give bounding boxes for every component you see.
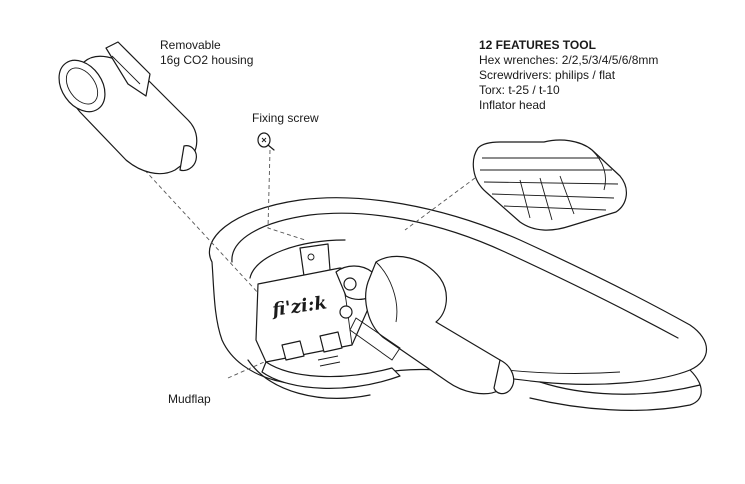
tool-label: 12 FEATURES TOOL Hex wrenches: 2/2,5/3/4… xyxy=(479,38,658,113)
multi-tool xyxy=(472,139,627,231)
fixing-screw xyxy=(257,132,275,151)
tool-title: 12 FEATURES TOOL xyxy=(479,38,596,52)
mudflap-label: Mudflap xyxy=(168,392,211,406)
tool-spec-line: Screwdrivers: philips / flat xyxy=(479,68,616,82)
co2-housing-label-line-1: Removable xyxy=(160,38,221,52)
fixing-screw-label: Fixing screw xyxy=(252,111,319,125)
tool-spec-line: Hex wrenches: 2/2,5/3/4/5/6/8mm xyxy=(479,53,659,67)
co2-housing-label-line-2: 16g CO2 housing xyxy=(160,53,254,67)
tool-spec-line: Inflator head xyxy=(479,98,546,112)
tool-spec-line: Torx: t-25 / t-10 xyxy=(479,83,560,97)
co2-housing-label: Removable 16g CO2 housing xyxy=(160,38,253,68)
assembly-guides xyxy=(139,149,476,379)
mount-assembly: fi'zi:k xyxy=(255,243,515,395)
co2-housing xyxy=(58,41,198,175)
